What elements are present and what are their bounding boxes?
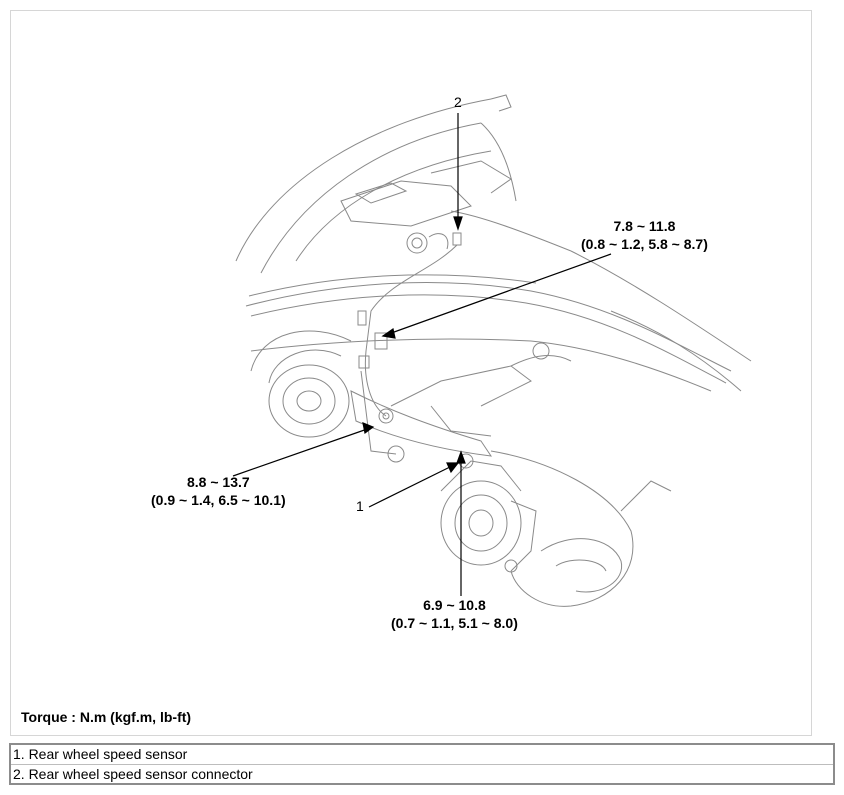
legend-item: 2. Rear wheel speed sensor connector: [11, 764, 833, 784]
body-arc-3: [295, 150, 492, 262]
crossmember-top: [245, 282, 732, 372]
leader-torque-a: [382, 253, 612, 337]
torque-callout-left: 8.8 ~ 13.7 (0.9 ~ 1.4, 6.5 ~ 10.1): [151, 473, 286, 509]
parts-legend: 1. Rear wheel speed sensor 2. Rear wheel…: [9, 743, 835, 785]
torque-callout-upper: 7.8 ~ 11.8 (0.8 ~ 1.2, 5.8 ~ 8.7): [581, 217, 708, 253]
callout-number-1: 1: [356, 498, 364, 514]
spring-seat: [268, 364, 350, 438]
body-arc-inner: [260, 122, 482, 274]
callout-number-2: 2: [454, 94, 462, 110]
leader-torque-b: [232, 426, 374, 477]
torque-lower-alt: (0.7 ~ 1.1, 5.1 ~ 8.0): [391, 615, 518, 631]
leader-1: [368, 462, 459, 508]
suspension-line-drawing: [232, 94, 752, 607]
torque-unit-note: Torque : N.m (kgf.m, lb-ft): [21, 709, 192, 725]
torque-callout-lower: 6.9 ~ 10.8 (0.7 ~ 1.1, 5.1 ~ 8.0): [391, 596, 518, 632]
spring-pan: [490, 450, 634, 607]
diagram-frame: 2 7.8 ~ 11.8 (0.8 ~ 1.2, 5.8 ~ 8.7) 8.8 …: [10, 10, 812, 736]
hub-knuckle: [440, 480, 522, 566]
sensor-harness: [364, 244, 458, 417]
torque-lower-nm: 6.9 ~ 10.8: [423, 597, 486, 613]
torque-left-alt: (0.9 ~ 1.4, 6.5 ~ 10.1): [151, 492, 286, 508]
body-arc-outer: [235, 98, 492, 262]
lower-arm: [350, 390, 493, 457]
torque-left-nm: 8.8 ~ 13.7: [186, 474, 250, 490]
torque-upper-alt: (0.8 ~ 1.2, 5.8 ~ 8.7): [581, 236, 708, 252]
legend-item: 1. Rear wheel speed sensor: [13, 746, 188, 762]
torque-upper-nm: 7.8 ~ 11.8: [613, 218, 676, 234]
